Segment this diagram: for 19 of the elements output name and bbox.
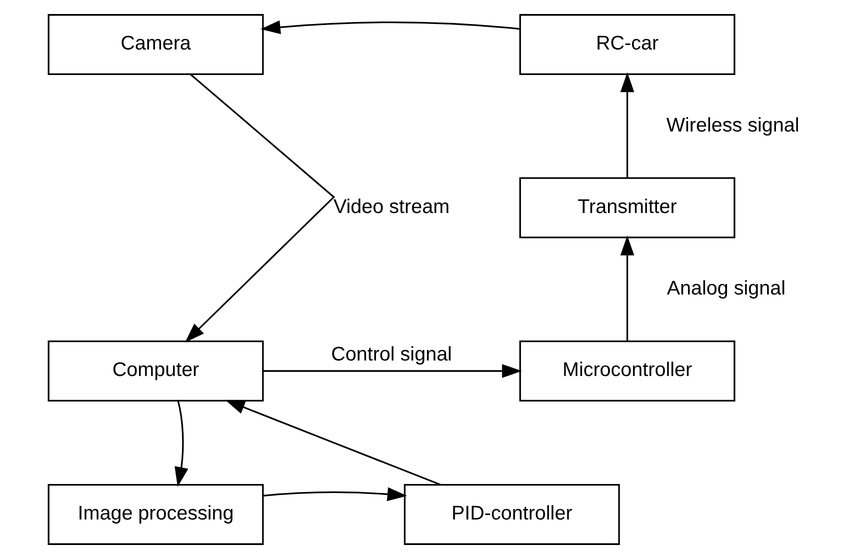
edge-label: Control signal bbox=[331, 343, 452, 366]
node-box: RC-car bbox=[519, 14, 736, 76]
arrow bbox=[174, 400, 188, 487]
node-box: PID-controller bbox=[404, 484, 620, 545]
arrow bbox=[263, 364, 522, 378]
edge-label: Wireless signal bbox=[666, 114, 800, 136]
arrow bbox=[260, 20, 520, 34]
edge-label: Analog signal bbox=[666, 278, 786, 300]
arrow bbox=[620, 236, 634, 342]
node-box: Transmitter bbox=[519, 177, 736, 238]
arrow bbox=[225, 400, 441, 486]
arrow bbox=[620, 72, 634, 178]
edge-label: Video stream bbox=[333, 196, 450, 218]
node-box: Camera bbox=[48, 14, 264, 76]
arrow bbox=[184, 74, 335, 342]
node-box: Microcontroller bbox=[519, 340, 736, 402]
node-box: Image processing bbox=[48, 484, 264, 545]
node-box: Computer bbox=[48, 340, 264, 402]
arrow bbox=[264, 487, 408, 502]
